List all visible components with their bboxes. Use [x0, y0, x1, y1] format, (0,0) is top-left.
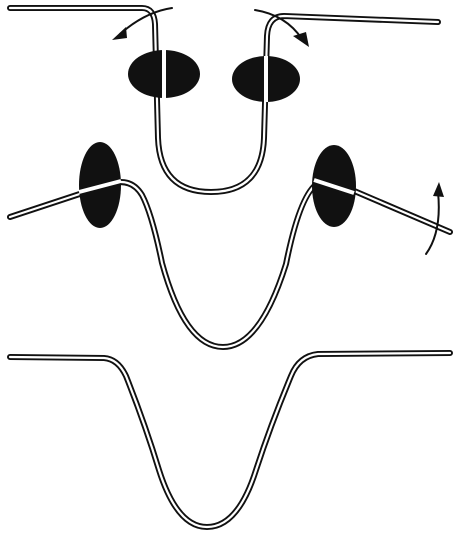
stage-1-left-arrow — [112, 8, 172, 40]
left-rotation-arrow — [120, 8, 172, 34]
stage-2-right-arrow — [426, 182, 444, 254]
stage-1-right-roller — [232, 56, 300, 102]
stage-3 — [10, 353, 450, 527]
stage-1-sheet-core — [10, 8, 438, 192]
stage-2-right-roller — [312, 145, 356, 227]
right-arrow-head-icon — [293, 32, 309, 47]
stage-1-left-roller — [128, 50, 200, 98]
stage-3-sheet-core — [10, 353, 450, 527]
stage-2-left-roller — [79, 142, 121, 228]
stage-2-sheet-outline — [10, 180, 450, 347]
left-arrow-head-icon — [112, 27, 127, 40]
stage-3-sheet-outline — [10, 353, 450, 527]
stage-2-arrow-head-icon — [433, 182, 444, 197]
stage-1-sheet-outline — [10, 8, 438, 192]
stage-2 — [10, 142, 450, 347]
stage-1 — [10, 8, 438, 192]
